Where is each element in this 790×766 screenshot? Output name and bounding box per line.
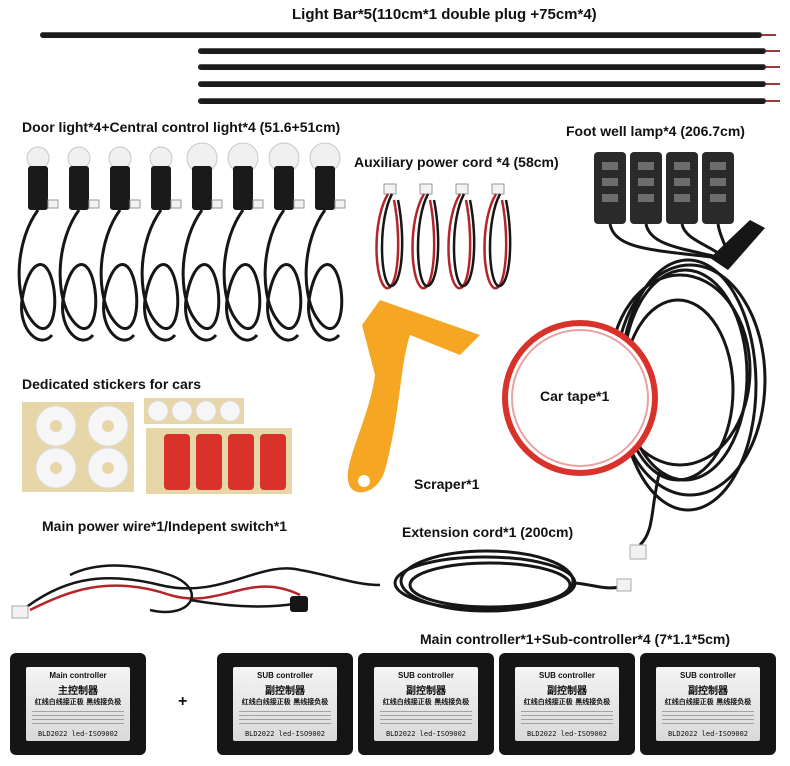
controller-title: Main controller <box>49 671 107 680</box>
sub-controller: SUB controller 副控制器 红线白线接正极 黑线接负极 BLD202… <box>358 653 494 755</box>
door-light-unit <box>140 146 182 342</box>
controller-cn-note: 红线白线接正极 黑线接负极 <box>241 698 329 706</box>
controller-fine-print <box>521 711 613 725</box>
controller-title: SUB controller <box>397 671 454 680</box>
controllers-label: Main controller*1+Sub-controller*4 (7*1.… <box>420 631 731 647</box>
foot-well-label: Foot well lamp*4 (206.7cm) <box>566 123 745 139</box>
light-bar <box>198 64 780 70</box>
controller-title: SUB controller <box>538 671 595 680</box>
aux-power-cord <box>411 183 440 290</box>
controller-cn-note: 红线白线接正极 黑线接负极 <box>523 698 611 706</box>
extension-cord-label: Extension cord*1 (200cm) <box>402 524 574 540</box>
controller-model: BLD2022 led-ISO9002 <box>37 730 119 738</box>
sub-controller: SUB controller 副控制器 红线白线接正极 黑线接负极 BLD202… <box>499 653 635 755</box>
stickers-label: Dedicated stickers for cars <box>22 376 201 392</box>
controller-fine-print <box>380 711 472 725</box>
light-bar <box>198 98 780 104</box>
light-bar <box>198 48 780 54</box>
sticker-sheet-small <box>144 398 244 424</box>
door-light-unit <box>99 146 141 342</box>
aux-power-cord <box>375 183 404 290</box>
car-tape-roll <box>502 320 658 476</box>
sticker-sheet-round <box>22 402 134 492</box>
controller-cn-note: 红线白线接正极 黑线接负极 <box>34 698 122 706</box>
controller-model: BLD2022 led-ISO9002 <box>244 730 326 738</box>
light-bar <box>198 81 780 87</box>
controller-cn-note: 红线白线接正极 黑线接负极 <box>382 698 470 706</box>
controller-model: BLD2022 led-ISO9002 <box>667 730 749 738</box>
controller-model: BLD2022 led-ISO9002 <box>526 730 608 738</box>
sub-controller: SUB controller 副控制器 红线白线接正极 黑线接负极 BLD202… <box>640 653 776 755</box>
controller-cn: 副控制器 <box>547 686 587 697</box>
aux-power-cord <box>483 183 512 290</box>
door-light-unit <box>181 142 223 342</box>
door-light-unit <box>222 142 264 342</box>
plus-sign: + <box>178 693 188 710</box>
door-light-unit <box>17 146 59 342</box>
aux-power-cord-group <box>375 183 512 290</box>
controller-cn-note: 红线白线接正极 黑线接负极 <box>664 698 752 706</box>
light-bar <box>40 32 776 38</box>
door-light-group <box>17 142 346 342</box>
controller-cn: 副控制器 <box>688 686 728 697</box>
door-light-unit <box>58 146 100 342</box>
foot-well-lamp-group <box>594 152 767 560</box>
door-light-label: Door light*4+Central control light*4 (51… <box>22 119 341 135</box>
controller-model: BLD2022 led-ISO9002 <box>385 730 467 738</box>
extension-cord <box>393 549 632 613</box>
car-tape-label: Car tape*1 <box>540 388 610 404</box>
aux-power-cord <box>447 183 476 290</box>
main-power-label: Main power wire*1/Indepent switch*1 <box>42 518 288 534</box>
controller-fine-print <box>32 711 124 725</box>
scraper-label: Scraper*1 <box>414 476 480 492</box>
main-power-wire <box>11 564 381 619</box>
controller-title: SUB controller <box>256 671 313 680</box>
aux-power-label: Auxiliary power cord *4 (58cm) <box>354 154 559 170</box>
controller-title: SUB controller <box>679 671 736 680</box>
sticker-sheet-red <box>146 428 292 494</box>
door-light-unit <box>304 142 346 342</box>
door-light-unit <box>263 142 305 342</box>
controller-fine-print <box>239 711 331 725</box>
main-controller: Main controller 主控制器 红线白线接正极 黑线接负极 BLD20… <box>10 653 146 755</box>
controller-cn: 副控制器 <box>265 686 305 697</box>
sub-controller: SUB controller 副控制器 红线白线接正极 黑线接负极 BLD202… <box>217 653 353 755</box>
controller-cn: 副控制器 <box>406 686 446 697</box>
controller-fine-print <box>662 711 754 725</box>
light-bar-label: Light Bar*5(110cm*1 double plug +75cm*4) <box>292 6 597 23</box>
scraper <box>347 300 480 493</box>
controller-cn: 主控制器 <box>58 686 98 697</box>
